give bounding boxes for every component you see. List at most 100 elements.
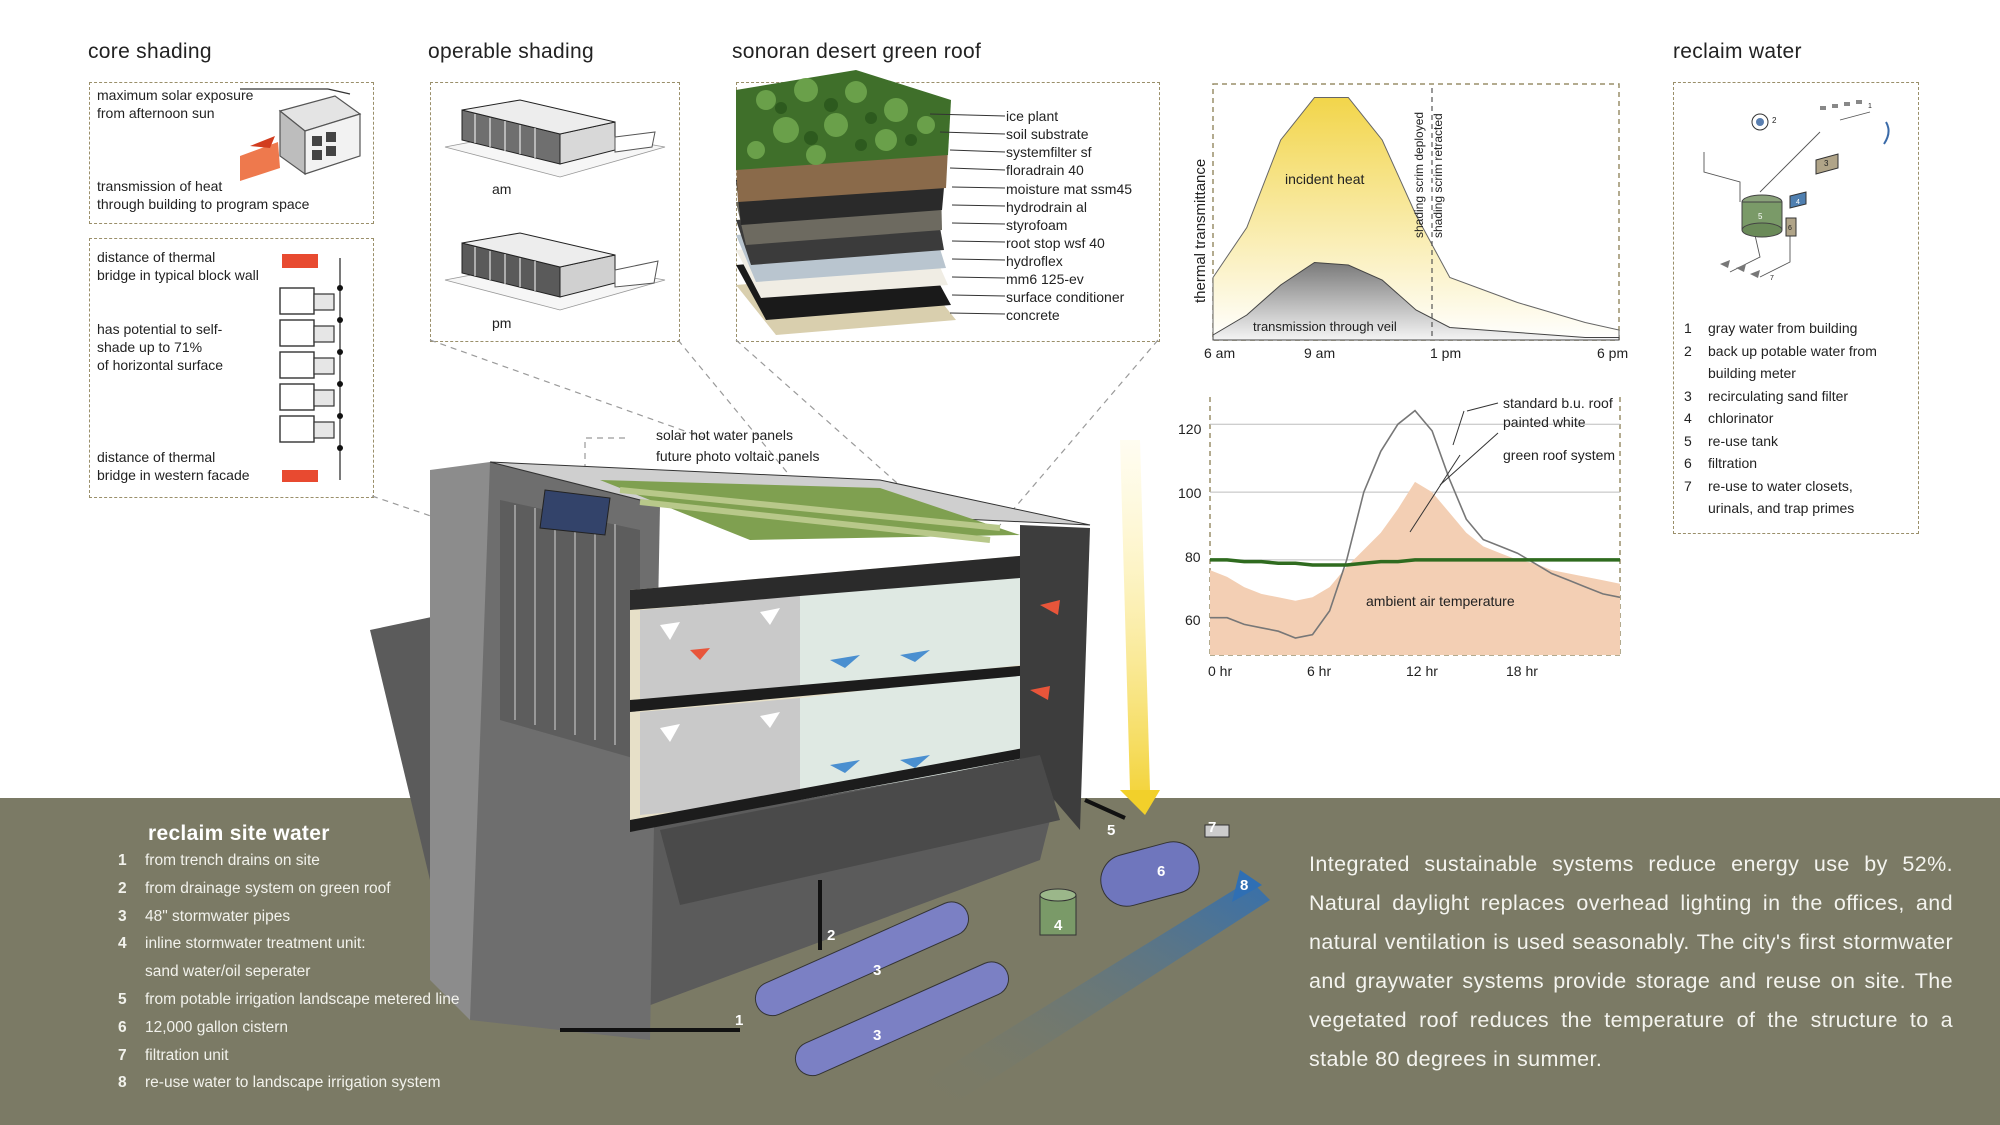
block-wall-section-illustration xyxy=(279,254,343,482)
green-roof-leader-lines xyxy=(930,113,1006,315)
p-y-tick: 120 xyxy=(1178,421,1202,437)
ambient-air-area xyxy=(1210,481,1620,655)
callout-8: 8 xyxy=(1240,877,1248,894)
green-roof-line xyxy=(1210,558,1620,567)
building-section-illustration: 1 2 3 3 4 5 6 7 8 xyxy=(370,440,1270,1100)
block-note-5: of horizontal surface xyxy=(97,357,224,373)
roof-layer-label: root stop wsf 40 xyxy=(1006,235,1105,251)
callout-2: 2 xyxy=(827,927,835,944)
roof-layer-label: soil substrate xyxy=(1006,126,1089,142)
p-y-tick: 100 xyxy=(1178,485,1202,501)
t-x-tick: 9 am xyxy=(1304,345,1335,361)
roof-layer-label: styrofoam xyxy=(1006,217,1068,233)
p-x-tick: 18 hr xyxy=(1506,663,1538,679)
callout-7: 7 xyxy=(1208,819,1216,836)
core-note-3: transmission of heat xyxy=(97,178,223,194)
block-note-1: distance of thermal xyxy=(97,249,216,265)
block-note-6: distance of thermal xyxy=(97,449,216,465)
core-shading-illustration xyxy=(240,88,362,181)
core-note-4: through building to program space xyxy=(97,196,310,212)
summary-paragraph: Integrated sustainable systems reduce en… xyxy=(1309,852,1953,1071)
roof-layer-label: hydrodrain al xyxy=(1006,199,1087,215)
green-roof-title: sonoran desert green roof xyxy=(732,40,982,63)
block-wall-box xyxy=(89,238,374,498)
callout-5: 5 xyxy=(1107,822,1115,839)
reclaim-water-box xyxy=(1673,82,1919,534)
operable-shading-box xyxy=(430,82,680,342)
transmittance-series-transmission xyxy=(1212,261,1620,341)
green-roof-layers-illustration xyxy=(736,70,956,335)
p-y-tick: 60 xyxy=(1185,612,1201,628)
t-x-tick: 6 am xyxy=(1204,345,1235,361)
core-shading-box xyxy=(89,82,374,224)
list-item: building meter xyxy=(1708,365,1796,381)
roof-layer-label: hydroflex xyxy=(1006,253,1063,269)
legend-green-roof: green roof system xyxy=(1503,447,1615,463)
svg-text:5: 5 xyxy=(1758,212,1763,221)
svg-text:6: 6 xyxy=(1788,225,1792,232)
operable-shading-am-illustration xyxy=(444,99,666,178)
block-note-3: has potential to self- xyxy=(97,321,223,337)
p-x-tick: 0 hr xyxy=(1208,663,1232,679)
svg-text:2: 2 xyxy=(1772,116,1777,125)
transmission-label: transmission through veil xyxy=(1253,319,1397,334)
callout-4: 4 xyxy=(1054,917,1063,934)
roof-layer-label: floradrain 40 xyxy=(1006,162,1084,178)
ambient-air-label: ambient air temperature xyxy=(1366,593,1515,609)
core-note-1: maximum solar exposure xyxy=(97,87,254,103)
list-item: sand water/oil seperater xyxy=(145,963,311,981)
roof-layer-label: surface conditioner xyxy=(1006,289,1125,305)
t-x-tick: 1 pm xyxy=(1430,345,1461,361)
scrim-deployed-label: shading scrim deployed xyxy=(1412,112,1426,238)
list-item: urinals, and trap primes xyxy=(1708,500,1855,516)
temperature-chart: 120 100 80 60 0 hr 6 hr 12 hr 18 hr stan… xyxy=(1178,395,1621,679)
reclaim-water-title: reclaim water xyxy=(1673,40,1802,63)
operable-shading-pm-illustration xyxy=(444,232,666,311)
solar-hot-water-label: solar hot water panels xyxy=(656,427,793,443)
standard-roof-line xyxy=(1210,409,1621,639)
core-shading-title: core shading xyxy=(88,40,212,63)
transmittance-ylabel: thermal transmittance xyxy=(1192,159,1209,303)
operable-shading-title: operable shading xyxy=(428,40,594,63)
roof-layer-label: moisture mat ssm45 xyxy=(1006,181,1133,197)
roof-layer-label: concrete xyxy=(1006,307,1060,323)
incident-heat-label: incident heat xyxy=(1285,171,1365,187)
pm-label: pm xyxy=(492,315,512,331)
callout-3: 3 xyxy=(873,962,881,979)
svg-text:3: 3 xyxy=(1824,159,1829,168)
roof-layer-label: mm6 125-ev xyxy=(1006,271,1084,287)
reclaim-site-water-title: reclaim site water xyxy=(148,822,330,845)
legend-standard-roof: standard b.u. roof xyxy=(1503,395,1613,411)
legend-painted-white: painted white xyxy=(1503,414,1586,430)
callout-3b: 3 xyxy=(873,1027,881,1044)
am-label: am xyxy=(492,181,512,197)
future-pv-label: future photo voltaic panels xyxy=(656,448,820,464)
roof-layer-label: systemfilter sf xyxy=(1006,144,1092,160)
block-note-7: bridge in western facade xyxy=(97,467,250,483)
t-x-tick: 6 pm xyxy=(1597,345,1628,361)
p-y-tick: 80 xyxy=(1185,549,1201,565)
roof-layer-label: ice plant xyxy=(1006,108,1059,124)
green-roof-box xyxy=(736,82,1160,342)
p-x-tick: 6 hr xyxy=(1307,663,1331,679)
block-note-4: shade up to 71% xyxy=(97,339,203,355)
p-x-tick: 12 hr xyxy=(1406,663,1438,679)
transmittance-chart: thermal transmittance incident heat tran… xyxy=(1192,83,1628,361)
scrim-retracted-label: shading scrim retracted xyxy=(1431,113,1445,238)
